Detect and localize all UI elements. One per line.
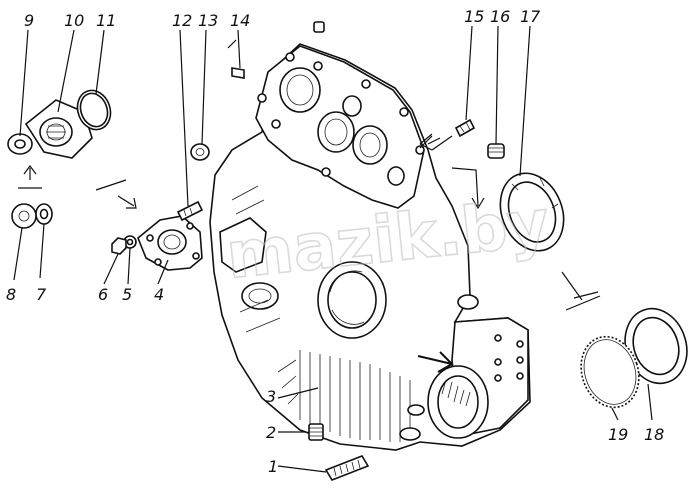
plug-part-16 [487, 143, 505, 159]
cover-part-10 [24, 99, 93, 159]
washer-part-5 [123, 235, 137, 249]
nut-part-8 [11, 203, 37, 229]
assembly-arrows [18, 39, 601, 311]
leader-lines [13, 25, 653, 473]
callout-12: 12 [172, 11, 192, 30]
callout-18: 18 [644, 425, 664, 444]
nut-part-6 [111, 237, 127, 255]
seal-part-17 [499, 172, 565, 252]
gasket-part-11 [76, 89, 112, 131]
callout-13: 13 [198, 11, 218, 30]
callout-10: 10 [64, 11, 84, 30]
cover-part-4 [137, 215, 203, 271]
callout-9: 9 [24, 11, 34, 30]
callout-labels: 1 2 3 4 5 6 7 8 9 10 11 12 13 14 15 16 1… [6, 7, 664, 476]
callout-8: 8 [6, 285, 16, 304]
seal-part-9 [7, 133, 33, 155]
stud-part-1 [324, 455, 370, 481]
callout-3: 3 [266, 387, 276, 406]
callout-7: 7 [36, 285, 47, 304]
callout-5: 5 [122, 285, 132, 304]
washer-part-7 [35, 203, 53, 225]
callout-17: 17 [520, 7, 541, 26]
callout-2: 2 [266, 423, 276, 442]
callout-4: 4 [154, 285, 164, 304]
plug-part-2 [308, 423, 324, 441]
pin-part-15 [454, 118, 476, 138]
bolt-part-12 [176, 200, 204, 222]
seal-part-18 [624, 307, 688, 385]
callout-16: 16 [490, 7, 510, 26]
callout-15: 15 [464, 7, 484, 26]
callout-14: 14 [230, 11, 250, 30]
pin-part-14 [231, 21, 325, 79]
gear-housing [209, 43, 531, 451]
callout-11: 11 [96, 11, 116, 30]
plug-part-13 [190, 143, 210, 161]
callout-1: 1 [268, 457, 278, 476]
gasket-part-19 [580, 335, 640, 409]
callout-19: 19 [608, 425, 628, 444]
callout-6: 6 [98, 285, 108, 304]
